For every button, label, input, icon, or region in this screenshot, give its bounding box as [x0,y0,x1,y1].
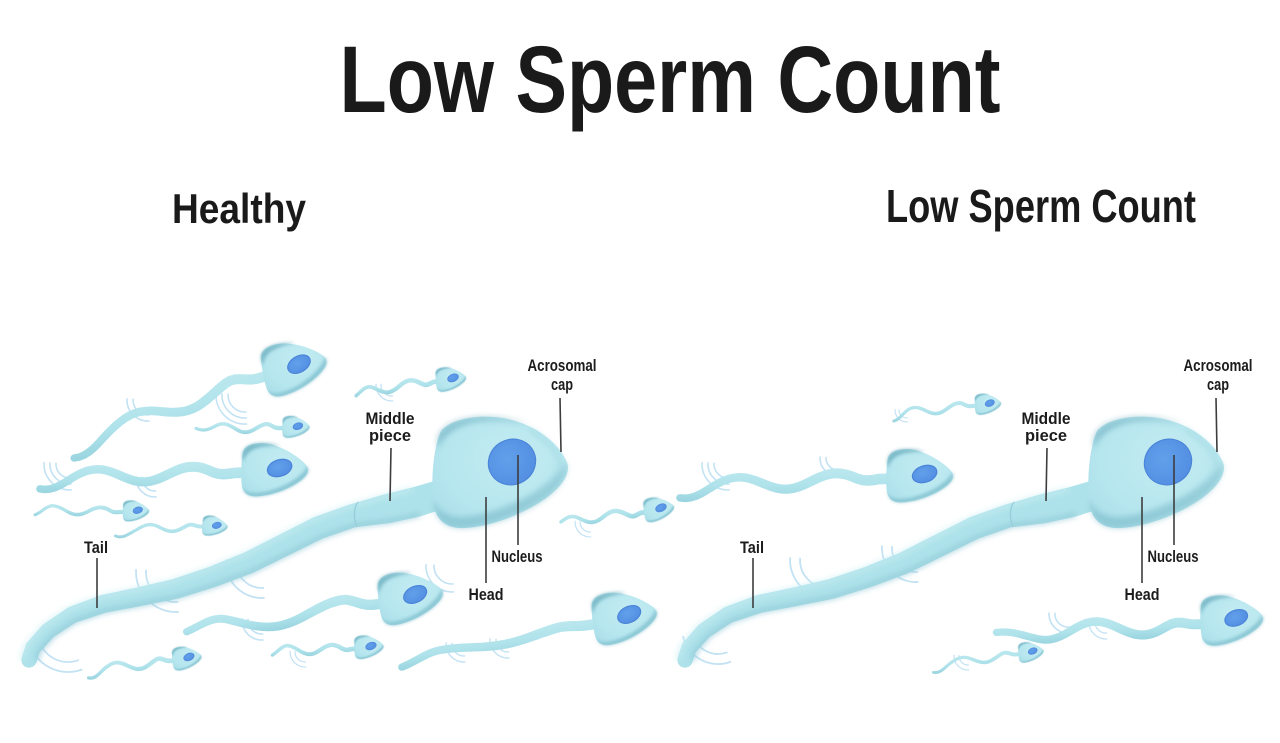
svg-text:Healthy: Healthy [172,185,307,232]
svg-text:Low Sperm Count: Low Sperm Count [886,180,1196,232]
svg-text:Low Sperm Count: Low Sperm Count [340,27,1001,133]
svg-text:Middle: Middle [366,409,415,428]
svg-text:Acrosomal: Acrosomal [528,356,597,375]
svg-text:Nucleus: Nucleus [492,547,543,566]
svg-text:Head: Head [469,585,504,604]
svg-text:Tail: Tail [84,538,108,557]
svg-text:piece: piece [369,426,411,445]
svg-text:cap: cap [551,375,573,394]
